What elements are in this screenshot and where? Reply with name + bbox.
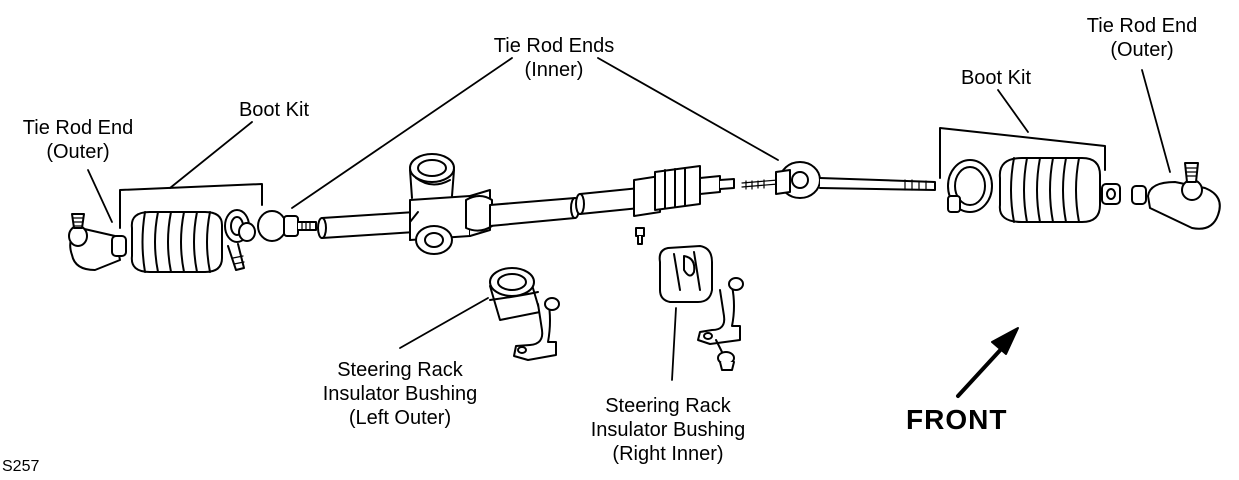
label-line: Tie Rod End	[1086, 15, 1198, 37]
label-tie-rod-end-outer-left: Tie Rod End (Outer)	[4, 116, 152, 164]
right-inner-bushing	[658, 245, 744, 371]
label-front: FRONT	[906, 404, 1008, 435]
label-bushing-right-inner: Steering Rack Insulator Bushing (Right I…	[568, 394, 768, 466]
label-tie-rod-ends-inner: Tie Rod Ends (Inner)	[474, 34, 634, 82]
label-tie-rod-end-outer-right: Tie Rod End (Outer)	[1068, 14, 1216, 62]
label-line: (Outer)	[1110, 39, 1174, 61]
label-line: Steering Rack	[605, 395, 731, 417]
right-outer-tie-rod-end	[1131, 162, 1221, 230]
label-line: (Inner)	[524, 59, 584, 81]
label-line: Insulator Bushing	[590, 419, 746, 441]
label-line: Tie Rod Ends	[493, 35, 615, 57]
label-line: Steering Rack	[337, 359, 463, 381]
left-inner-tie-rod	[257, 210, 317, 242]
steering-rack-housing	[317, 153, 641, 255]
label-line: (Right Inner)	[612, 443, 724, 465]
label-boot-kit-right: Boot Kit	[960, 67, 1032, 89]
label-line: Insulator Bushing	[322, 383, 478, 405]
front-arrow	[956, 327, 1019, 398]
right-boot-kit	[939, 127, 1121, 223]
figure-code: S257	[2, 458, 40, 475]
label-line: (Outer)	[46, 141, 110, 163]
rack-right-end	[633, 165, 779, 245]
left-outer-tie-rod-end	[68, 213, 127, 271]
label-line: Tie Rod End	[22, 117, 134, 139]
label-line: (Left Outer)	[348, 407, 452, 429]
label-bushing-left-outer: Steering Rack Insulator Bushing (Left Ou…	[300, 358, 500, 430]
left-outer-bushing	[489, 267, 560, 361]
right-inner-tie-rod	[775, 161, 936, 199]
label-boot-kit-left: Boot Kit	[238, 99, 310, 121]
left-boot-kit	[119, 183, 263, 273]
leader-lines	[87, 57, 1171, 381]
